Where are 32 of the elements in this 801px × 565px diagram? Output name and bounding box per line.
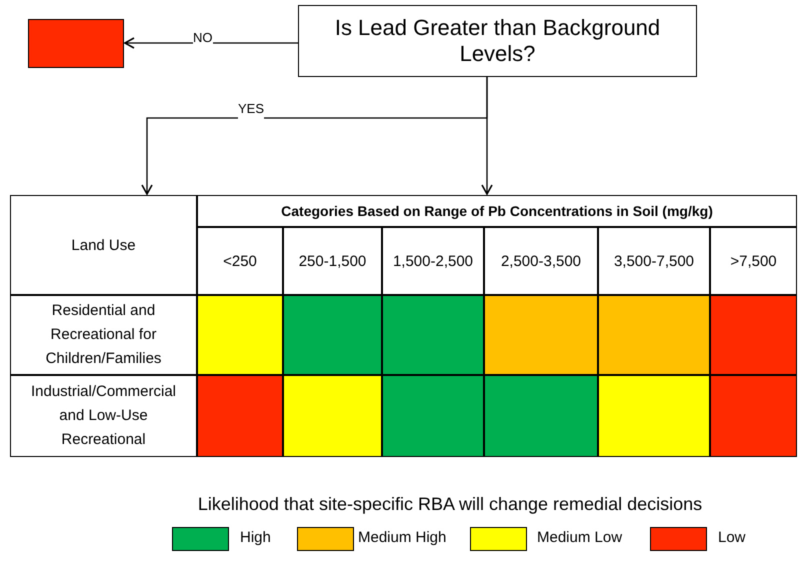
rating-cell <box>382 375 484 457</box>
column-header: 1,500-2,500 <box>382 227 484 295</box>
rating-cell <box>598 295 710 375</box>
decision-box: Is Lead Greater than Background Levels? <box>298 5 697 77</box>
rating-cell <box>382 295 484 375</box>
arrow <box>124 37 298 49</box>
legend-label: Medium High <box>358 529 446 548</box>
column-header: 3,500-7,500 <box>598 227 710 295</box>
rating-cell <box>484 295 598 375</box>
legend-title: Likelihood that site-specific RBA will change remedial decisions <box>196 494 704 516</box>
row-header: Industrial/Commercial and Low-Use Recreational <box>10 375 197 457</box>
rating-cell <box>197 375 283 457</box>
legend-label: Low <box>718 529 746 548</box>
rating-cell <box>484 375 598 457</box>
rating-cell <box>710 295 797 375</box>
column-header: Land Use <box>10 195 197 295</box>
column-header: >7,500 <box>710 227 797 295</box>
table-heading: Categories Based on Range of Pb Concentrations in Soil (mg/kg) <box>197 195 797 227</box>
legend-label: Medium Low <box>537 529 622 548</box>
rating-cell <box>283 295 382 375</box>
rating-cell <box>283 375 382 457</box>
outcome-box <box>28 19 124 68</box>
row-header: Residential and Recreational for Children/Families <box>10 295 197 375</box>
column-header: 2,500-3,500 <box>484 227 598 295</box>
rating-cell <box>197 295 283 375</box>
rating-cell <box>710 375 797 457</box>
column-header: 250-1,500 <box>283 227 382 295</box>
rating-cell <box>598 375 710 457</box>
edge-label: YES <box>238 101 264 119</box>
column-header: <250 <box>197 227 283 295</box>
legend-label: High <box>240 529 271 548</box>
arrow <box>481 77 493 195</box>
